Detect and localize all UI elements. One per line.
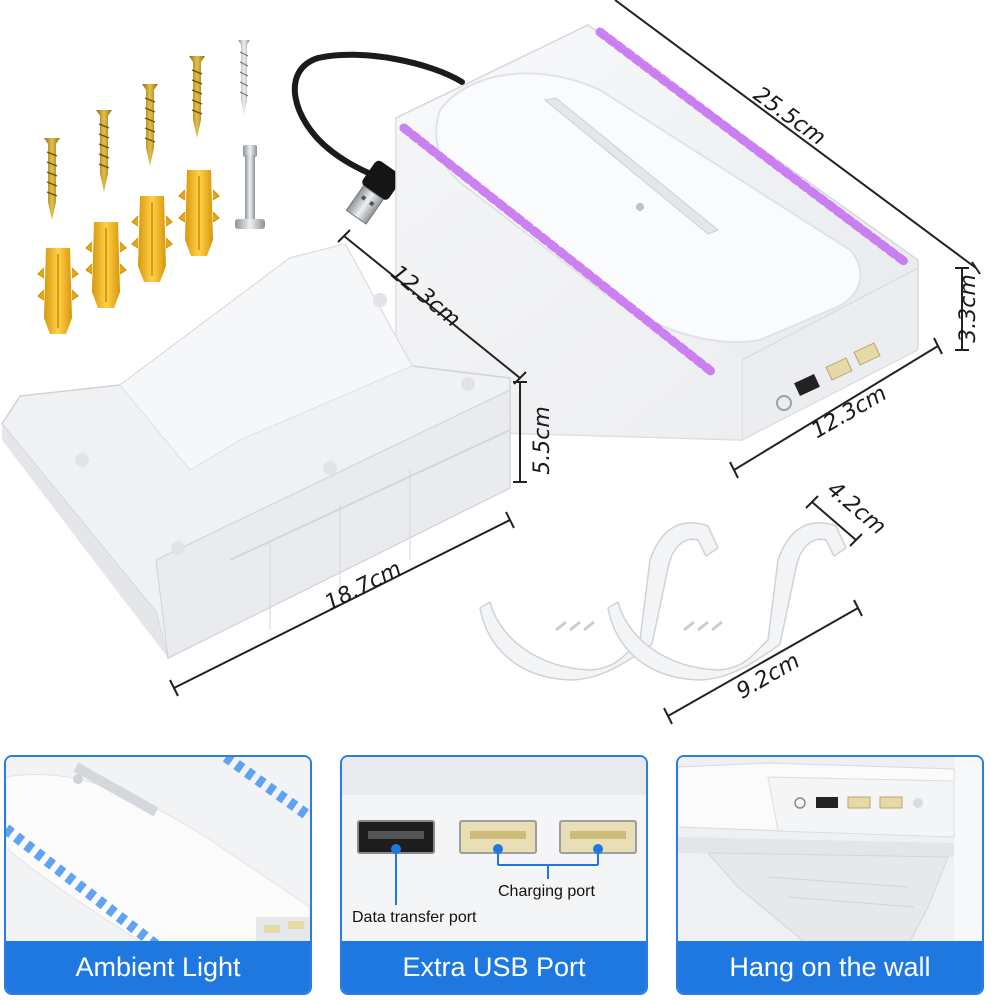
- wall-mount-closeup: [678, 757, 982, 945]
- wall-anchor: [131, 196, 173, 282]
- charging-port-label: Charging port: [498, 883, 595, 900]
- controller-hook: [479, 522, 719, 681]
- wall-anchor: [37, 248, 79, 334]
- wood-screw: [142, 84, 158, 166]
- extra-usb-port-caption: Extra USB Port: [342, 941, 646, 993]
- steel-standoff: [235, 145, 265, 229]
- led-strip: [222, 757, 310, 822]
- led-strip: [595, 27, 910, 267]
- usb-plug-icon: [345, 160, 402, 225]
- ambient-light-panel: Ambient Light: [4, 755, 312, 995]
- wood-screw: [44, 138, 60, 220]
- hang-on-wall-caption: Hang on the wall: [678, 941, 982, 993]
- usb-cable: [291, 51, 465, 225]
- led-strip: [6, 824, 160, 945]
- hang-on-wall-panel: Hang on the wall: [676, 755, 984, 995]
- extra-usb-port-panel: Charging port Data transfer port Extra U…: [340, 755, 648, 995]
- usb-ports-closeup: [342, 757, 646, 945]
- front-port-panel: [776, 342, 881, 411]
- shelf-stand: [395, 24, 919, 441]
- dimension-shelf-height: 3.3cm: [955, 274, 981, 343]
- controller-hook: [607, 522, 847, 681]
- screw-set: [37, 40, 265, 334]
- wood-screw: [96, 110, 112, 192]
- wall-anchor: [178, 170, 220, 256]
- wall-anchor: [85, 222, 127, 308]
- led-strip: [399, 123, 717, 377]
- ambient-light-caption: Ambient Light: [6, 941, 310, 993]
- ambient-light-closeup: [6, 757, 310, 945]
- data-transfer-port-label: Data transfer port: [352, 909, 477, 926]
- dimension-bracket-height: 5.5cm: [529, 406, 555, 475]
- dimension-lines: [169, 0, 981, 725]
- steel-screw: [238, 40, 250, 116]
- wall-bracket: [1, 243, 511, 660]
- wood-screw: [189, 56, 205, 138]
